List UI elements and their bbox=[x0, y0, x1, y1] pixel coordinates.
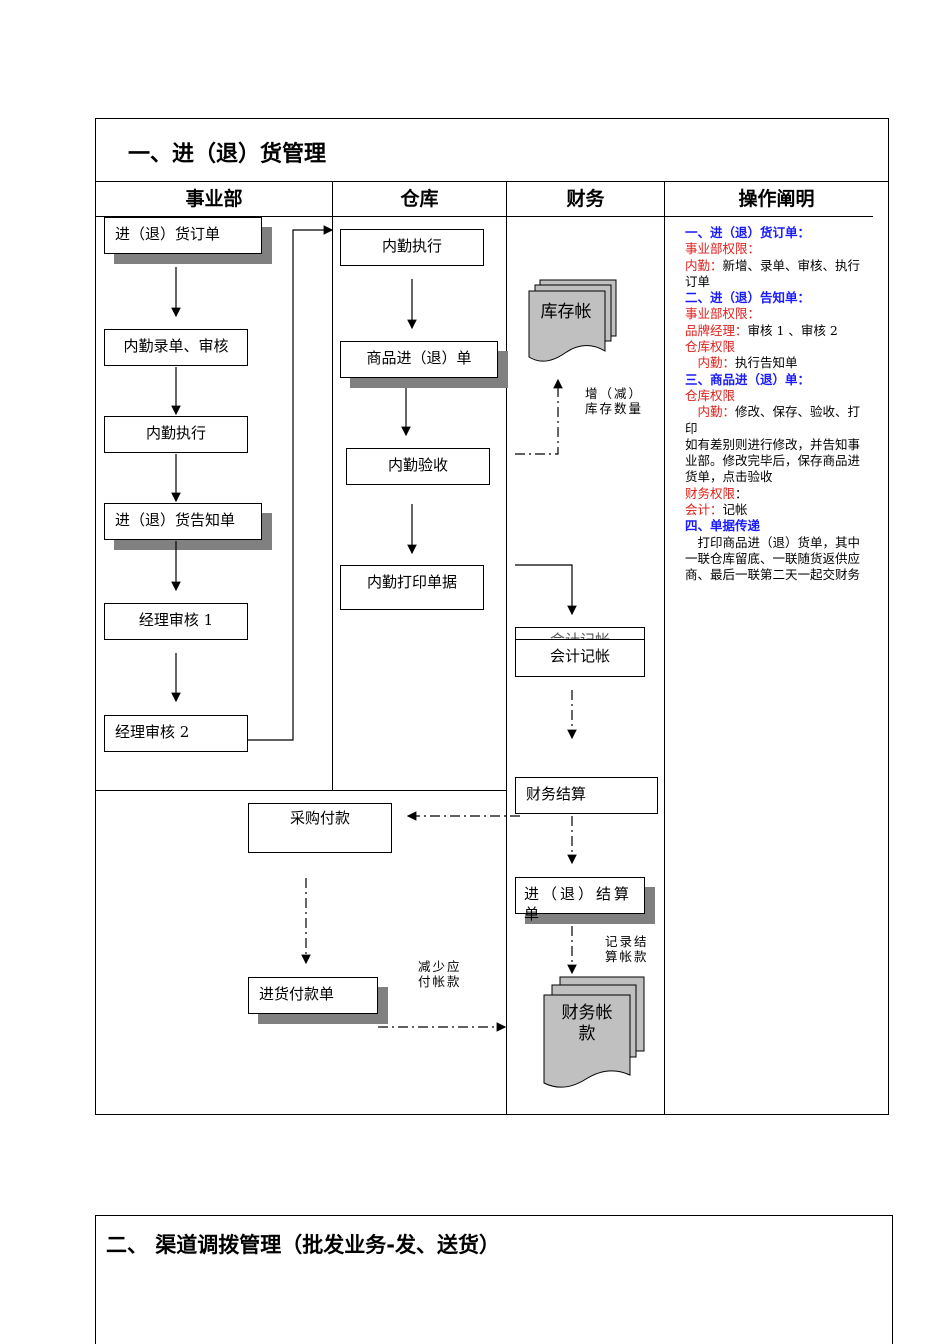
note-line: 内勤：修改、保存、验收、打印 bbox=[685, 404, 865, 437]
box-payment-doc: 进货付款单 bbox=[248, 977, 378, 1014]
note-line: 品牌经理：审核 1 、审核 2 bbox=[685, 323, 865, 339]
column-header-notes: 操作阐明 bbox=[738, 188, 815, 210]
note-label: 内勤： bbox=[685, 355, 736, 371]
note-label: 财务权限 bbox=[685, 485, 736, 501]
column-header-warehouse: 仓库 bbox=[400, 188, 439, 210]
note-line: 内勤：新增、录单、审核、执行订单 bbox=[685, 258, 865, 291]
finance-ledger-label: 财务帐款 bbox=[561, 1003, 613, 1044]
box-print: 内勤打印单据 bbox=[340, 565, 484, 610]
note-text: 审核 1 、审核 2 bbox=[747, 322, 838, 338]
column-header-finance: 财务 bbox=[566, 188, 605, 210]
note-text: 修改、保存、验收、打印 bbox=[685, 404, 861, 436]
note-label: 内勤： bbox=[685, 257, 723, 273]
box-warehouse-exec: 内勤执行 bbox=[340, 229, 484, 266]
note-label: 三、商品进（退）单： bbox=[685, 371, 811, 387]
stock-ledger-doc-icon bbox=[528, 279, 617, 362]
box-manager-2: 经理审核 2 bbox=[104, 715, 248, 752]
box-purchase-payment: 采购付款 bbox=[248, 803, 392, 853]
box-manager-1: 经理审核 1 bbox=[104, 603, 248, 640]
note-text: 记帐 bbox=[722, 502, 748, 518]
note-label: 会计： bbox=[685, 502, 723, 518]
note-label: 一、进（退）货订单： bbox=[685, 225, 811, 240]
note-label: 内勤： bbox=[685, 404, 736, 420]
note-line: 事业部权限： bbox=[685, 241, 865, 257]
finance-ledger-doc-icon bbox=[543, 976, 645, 1088]
note-line: 如有差别则进行修改，并告知事业部。修改完毕后，保存商品进货单，点击验收 bbox=[685, 437, 865, 486]
box-settlement-doc: 进（退）结算单 bbox=[515, 877, 645, 923]
note-line: 仓库权限 bbox=[685, 388, 865, 404]
note-text: 打印商品进（退）货单，其中一联仓库留底、一联随货返供应商、最后一联第二天一起交财… bbox=[685, 534, 861, 583]
note-line: 内勤：执行告知单 bbox=[685, 355, 865, 371]
box-exec: 内勤执行 bbox=[104, 416, 248, 453]
box-inspect: 内勤验收 bbox=[346, 448, 490, 485]
label-record-settlement: 记录结算帐款 bbox=[605, 934, 657, 964]
section-title: 一、进（退）货管理 bbox=[128, 142, 327, 167]
box-notice: 进（退）货告知单 bbox=[104, 503, 262, 540]
note-label: 仓库权限 bbox=[685, 387, 736, 403]
note-text: 执行告知单 bbox=[735, 355, 798, 371]
note-line: 打印商品进（退）货单，其中一联仓库留底、一联随货返供应商、最后一联第二天一起交财… bbox=[685, 535, 865, 584]
box-settlement: 财务结算 bbox=[515, 777, 658, 814]
box-goods-doc: 商品进（退）单 bbox=[340, 341, 498, 378]
note-text: 新增、录单、审核、执行订单 bbox=[685, 257, 861, 289]
label-reduce-payable: 减少应付帐款 bbox=[418, 959, 462, 989]
box-accounting: 会计记帐 bbox=[515, 639, 645, 677]
box-order: 进（退）货订单 bbox=[104, 217, 262, 254]
column-header-business: 事业部 bbox=[185, 188, 243, 210]
note-line: 一、进（退）货订单： bbox=[685, 225, 865, 241]
section-2-title: 二、 渠道调拨管理（批发业务-发、送货） bbox=[106, 1233, 501, 1257]
note-line: 事业部权限： bbox=[685, 306, 865, 322]
operation-notes: 一、进（退）货订单：事业部权限：内勤：新增、录单、审核、执行订单二、进（退）告知… bbox=[685, 225, 865, 584]
note-text: 如有差别则进行修改，并告知事业部。修改完毕后，保存商品进货单，点击验收 bbox=[685, 436, 861, 485]
label-stock-change: 增（减）库存数量 bbox=[585, 386, 644, 416]
stock-ledger-label: 库存帐 bbox=[540, 302, 592, 322]
note-line: 会计：记帐 bbox=[685, 502, 865, 518]
note-line: 财务权限： bbox=[685, 486, 865, 502]
note-label: 品牌经理： bbox=[685, 322, 748, 338]
note-label: 事业部权限： bbox=[685, 241, 761, 257]
note-line: 四、单据传递 bbox=[685, 518, 865, 534]
note-label: 二、进（退）告知单： bbox=[685, 290, 811, 306]
note-line: 三、商品进（退）单： bbox=[685, 372, 865, 388]
box-entry: 内勤录单、审核 bbox=[104, 329, 248, 366]
note-label: 事业部权限： bbox=[685, 306, 761, 322]
note-line: 二、进（退）告知单： bbox=[685, 290, 865, 306]
note-label: 仓库权限 bbox=[685, 339, 736, 355]
note-text: ： bbox=[735, 485, 748, 501]
note-line: 仓库权限 bbox=[685, 339, 865, 355]
note-label: 四、单据传递 bbox=[685, 518, 761, 534]
